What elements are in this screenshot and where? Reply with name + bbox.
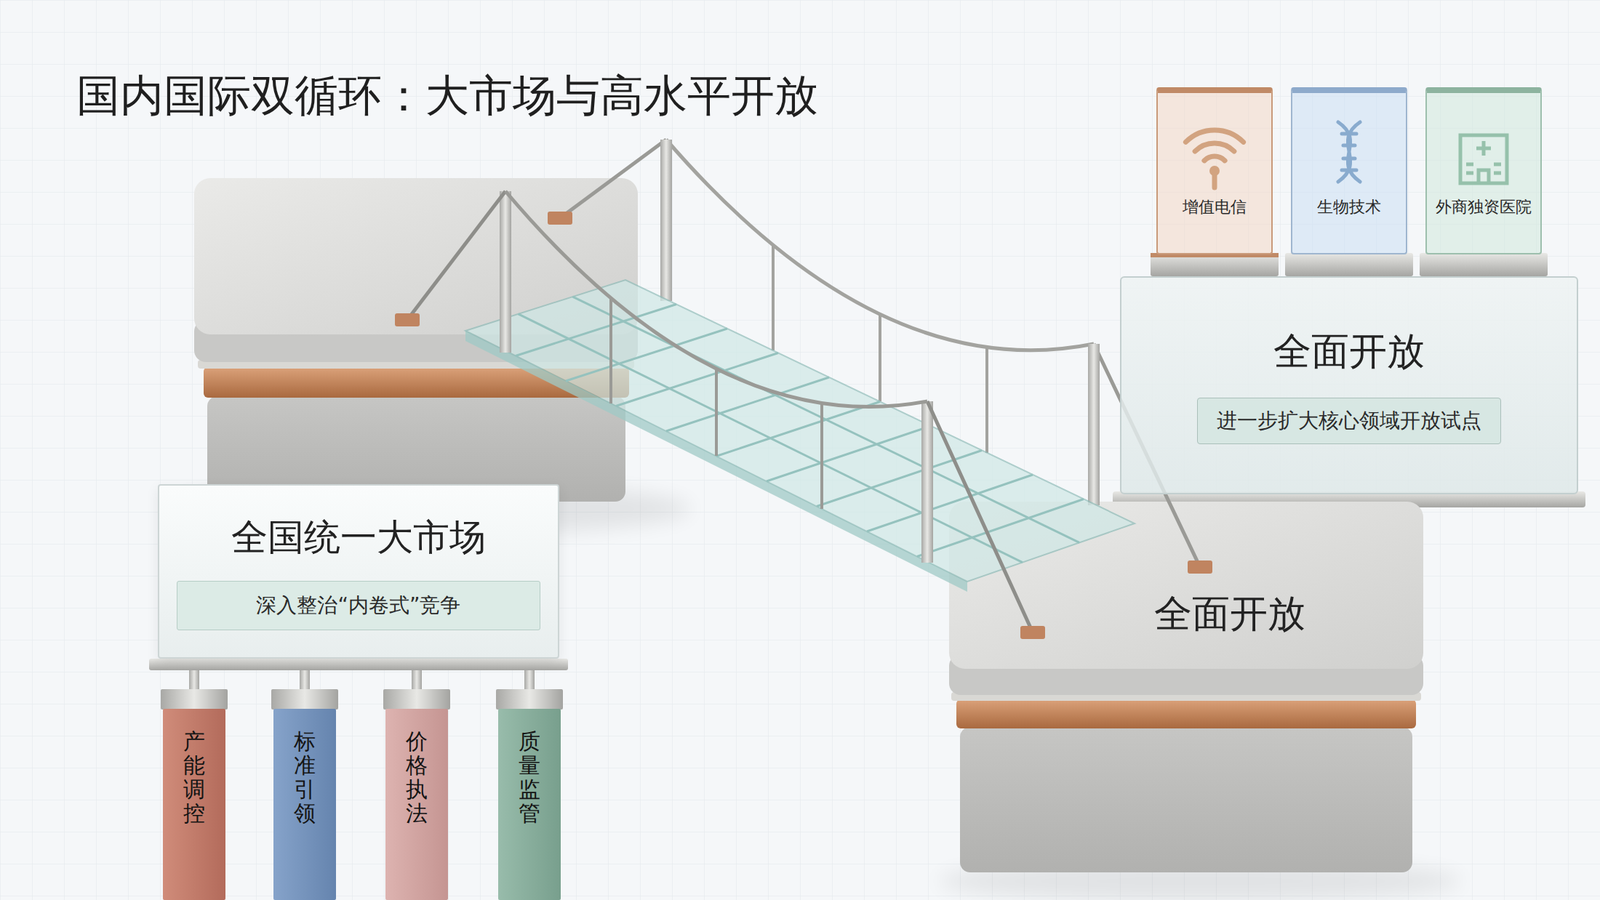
case-plinth: [1150, 253, 1279, 277]
node-text: 全面开放: [1154, 589, 1306, 640]
hanger: [610, 298, 822, 510]
pillar-cap: [383, 689, 451, 710]
bridge-post: [499, 191, 512, 353]
node-text: 外商独资医院: [1435, 196, 1532, 219]
pillar: 质量监管: [498, 709, 561, 900]
node-text: 深入整治“内卷式”竞争: [190, 592, 527, 620]
pillar: 产能调控: [162, 709, 226, 900]
rod: [524, 670, 535, 691]
node-text: 进一步扩大核心领域开放试点: [1216, 407, 1482, 435]
rod: [299, 670, 310, 691]
glass-deck: [465, 280, 1135, 582]
node-text: 全面开放: [1273, 326, 1425, 378]
node-text: 全国统一大市场: [231, 513, 486, 563]
anchor-bracket: [1187, 560, 1213, 574]
case-plinth: [1285, 253, 1414, 277]
copper-band: [956, 699, 1416, 729]
node-text: 增值电信: [1182, 196, 1247, 219]
node-text: 标准引领: [293, 729, 316, 826]
deck-frame: [515, 296, 1084, 563]
diagram-title: 国内国际双循环：大市场与高水平开放: [76, 66, 819, 126]
bridge-post: [660, 139, 672, 302]
signboard: 全国统一大市场深入整治“内卷式”竞争: [157, 484, 560, 659]
concrete-base: [960, 727, 1413, 873]
case-plinth: [1419, 253, 1548, 277]
rod: [411, 670, 422, 691]
bridge-post: [1088, 344, 1100, 506]
pillar-cap: [496, 689, 563, 710]
anchor-bracket: [547, 211, 573, 225]
rod: [189, 670, 200, 691]
glass-case: 生物技术: [1290, 87, 1408, 255]
sign-rail: [149, 658, 568, 671]
pillar-cap: [271, 689, 339, 710]
pillar-cap: [160, 689, 228, 710]
node-text: 生物技术: [1317, 196, 1382, 219]
node-text: 质量监管: [518, 729, 541, 826]
task-label: 深入整治“内卷式”竞争: [176, 581, 541, 631]
pilot-label: 进一步扩大核心领域开放试点: [1197, 397, 1502, 445]
bridge-post: [921, 401, 934, 563]
platform-block: 全面开放: [949, 501, 1424, 677]
node-text: 产能调控: [183, 729, 206, 826]
node-text: 价格执法: [405, 729, 428, 826]
glass-panel: 全面开放进一步扩大核心领域开放试点: [1120, 276, 1579, 495]
pillar: 价格执法: [385, 709, 448, 900]
anchor-bracket: [1020, 626, 1046, 640]
glass-case: 外商独资医院: [1425, 87, 1542, 255]
anchor-bracket: [394, 313, 420, 327]
glass-case: 增值电信: [1156, 87, 1273, 255]
pillar: 标准引领: [273, 709, 336, 900]
